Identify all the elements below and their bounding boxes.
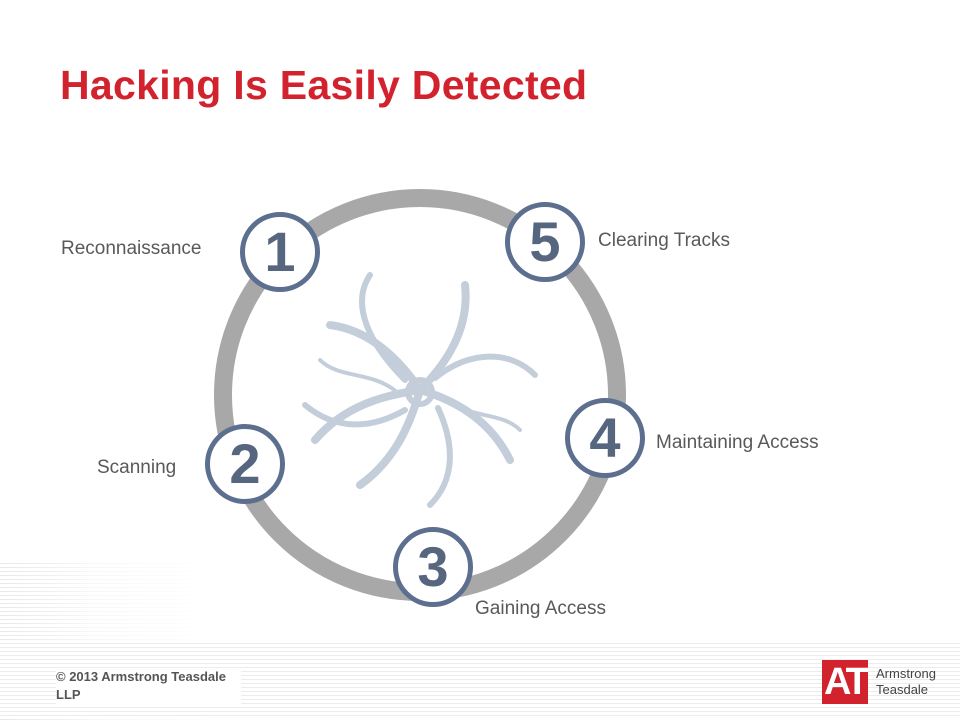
- stage-badge-2: 2: [205, 424, 285, 504]
- company-logo: AT Armstrong Teasdale: [822, 660, 936, 704]
- stage-label-gaining-access: Gaining Access: [475, 598, 606, 619]
- swirl-graphic: [302, 272, 538, 508]
- stage-label-reconnaissance: Reconnaissance: [61, 238, 202, 259]
- stage-badge-4: 4: [565, 398, 645, 478]
- page-title: Hacking Is Easily Detected: [60, 62, 588, 108]
- stage-badge-5: 5: [505, 202, 585, 282]
- stage-badge-1: 1: [240, 212, 320, 292]
- stage-label-scanning: Scanning: [97, 457, 177, 478]
- stage-badge-3: 3: [393, 527, 473, 607]
- logo-line-1: Armstrong: [876, 666, 936, 681]
- logo-mark-text: AT: [824, 661, 868, 703]
- logo-mark: AT: [822, 660, 868, 704]
- logo-wordmark: Armstrong Teasdale: [876, 666, 936, 698]
- logo-line-2: Teasdale: [876, 682, 929, 697]
- copyright-text: © 2013 Armstrong Teasdale LLP: [56, 668, 241, 704]
- stage-label-clearing-tracks: Clearing Tracks: [598, 230, 730, 251]
- stage-label-maintaining-access: Maintaining Access: [656, 432, 819, 453]
